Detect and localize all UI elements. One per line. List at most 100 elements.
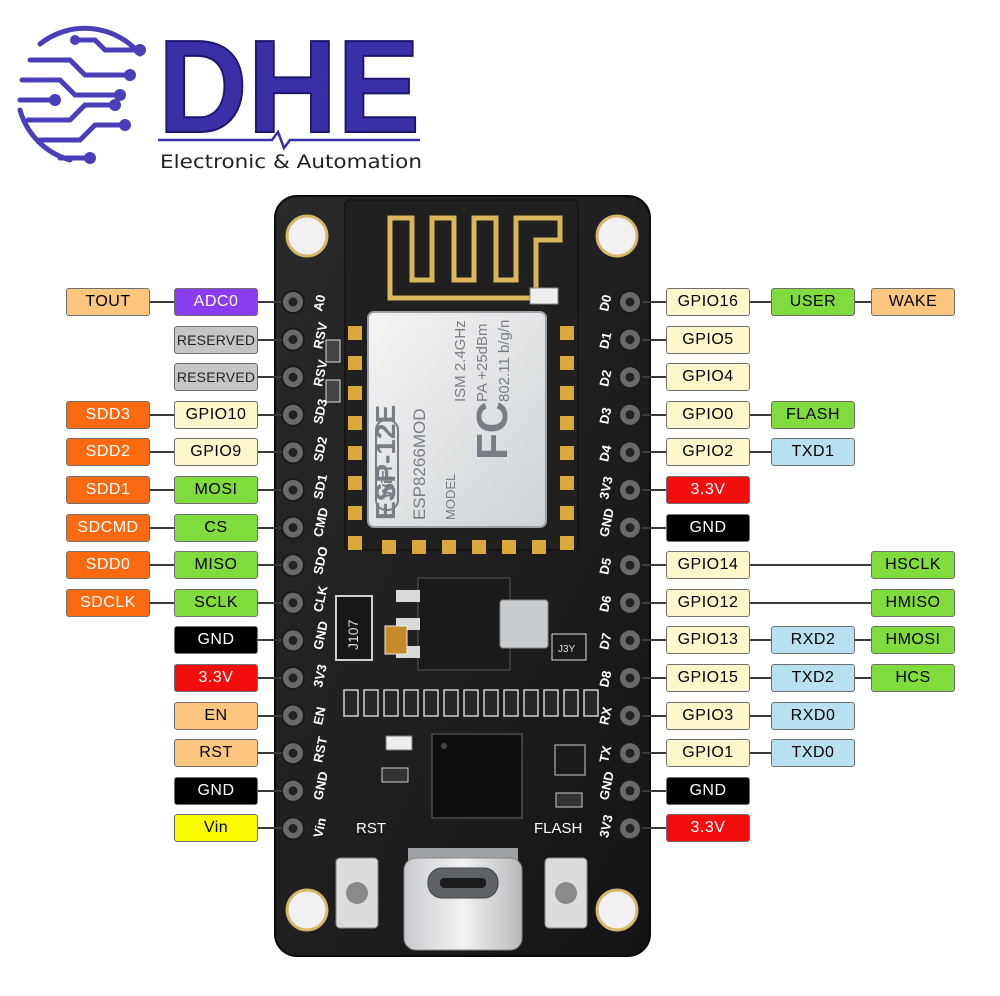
usb-serial-chip [432,734,522,818]
pin-hole [289,674,298,683]
leader-line [642,790,666,792]
rst-button[interactable] [336,858,378,928]
pin-label-txd2: TXD2 [771,664,855,692]
pin-hole [626,298,635,307]
pin-hole [289,410,298,419]
tantalum-cap [385,626,407,654]
module-pad [442,540,456,554]
module-pad [560,476,574,490]
module-spec-2: PA +25dBm [474,323,491,402]
pin-label-3-3v: 3.3V [666,476,750,504]
pin-hole [626,448,635,457]
svg-text:WiFi: WiFi [379,466,396,498]
pin-label-gnd: GND [174,777,258,805]
pin-hole [289,448,298,457]
pin-label-gpio5: GPIO5 [666,326,750,354]
pin-hole [626,598,635,607]
resistor [504,690,518,716]
pin-label-reserved: RESERVED [174,363,258,391]
module-spec-3: 802.11 b/g/n [496,320,513,402]
pin-hole [289,824,298,833]
pin-label-sclk: SCLK [174,589,258,617]
leader-line [258,489,282,491]
pin-label-gpio1: GPIO1 [666,739,750,767]
leader-line [855,639,871,641]
leader-line [258,339,282,341]
leader-line [750,602,871,604]
module-spec-1: ISM 2.4GHz [452,320,469,402]
leader-line [642,827,666,829]
pin-label-user: USER [771,288,855,316]
fcc-logo: FC [468,401,517,460]
leader-line [150,489,174,491]
pin-label-sdcmd: SDCMD [66,514,150,542]
module-pad [348,506,362,520]
resistor [524,690,538,716]
pin-label-sdd3: SDD3 [66,401,150,429]
pin-label-sdd2: SDD2 [66,438,150,466]
flash-button[interactable] [545,858,587,928]
cap-small-1 [382,768,408,782]
pin-label-gpio0: GPIO0 [666,401,750,429]
resistor [384,690,398,716]
pin-label-gpio13: GPIO13 [666,626,750,654]
usb-c-connector [404,848,522,950]
resistor [424,690,438,716]
resistor [584,690,598,716]
module-pad [560,446,574,460]
pin-label-gnd: GND [666,777,750,805]
leader-line [642,602,666,604]
pin-label-mosi: MOSI [174,476,258,504]
leader-line [258,790,282,792]
pin-label-gpio16: GPIO16 [666,288,750,316]
pin-hole [626,561,635,570]
module-pad [502,540,516,554]
leader-line [642,752,666,754]
pin-label-gpio10: GPIO10 [174,401,258,429]
transistor [555,745,585,775]
pin-label-rxd0: RXD0 [771,702,855,730]
pin-label-gpio12: GPIO12 [666,589,750,617]
leader-line [150,301,174,303]
leader-line [258,715,282,717]
pin-label-gnd: GND [174,626,258,654]
leader-line [150,564,174,566]
pin-hole [626,786,635,795]
pin-hole [626,636,635,645]
pin-hole [626,373,635,382]
pin-label-gpio4: GPIO4 [666,363,750,391]
pin-label-cs: CS [174,514,258,542]
leader-line [150,414,174,416]
module-pad [560,506,574,520]
pin-label-gpio2: GPIO2 [666,438,750,466]
module-pad [348,326,362,340]
pin-label-sdd1: SDD1 [66,476,150,504]
leader-line [642,451,666,453]
leader-line [642,639,666,641]
module-led [530,288,558,304]
resistor [544,690,558,716]
regulator-label: J107 [345,619,361,650]
pin-label-hmosi: HMOSI [871,626,955,654]
module-pad [348,416,362,430]
resistor [464,690,478,716]
pin-hole [289,486,298,495]
pin-label-gpio3: GPIO3 [666,702,750,730]
pin-hole [289,711,298,720]
rst-button-label: RST [356,820,386,837]
pin-hole [626,523,635,532]
pin-label-3-3v: 3.3V [666,814,750,842]
leader-line [258,639,282,641]
flash-button-label: FLASH [534,820,582,837]
crystal: J3Y [552,634,586,660]
resistor [344,690,358,716]
module-pad [382,540,396,554]
leader-line [750,451,771,453]
pin-label-rxd2: RXD2 [771,626,855,654]
pin-label-sdd0: SDD0 [66,551,150,579]
crystal-label: J3Y [558,644,576,655]
pin-hole [289,749,298,758]
pin-hole [289,523,298,532]
leader-line [642,677,666,679]
